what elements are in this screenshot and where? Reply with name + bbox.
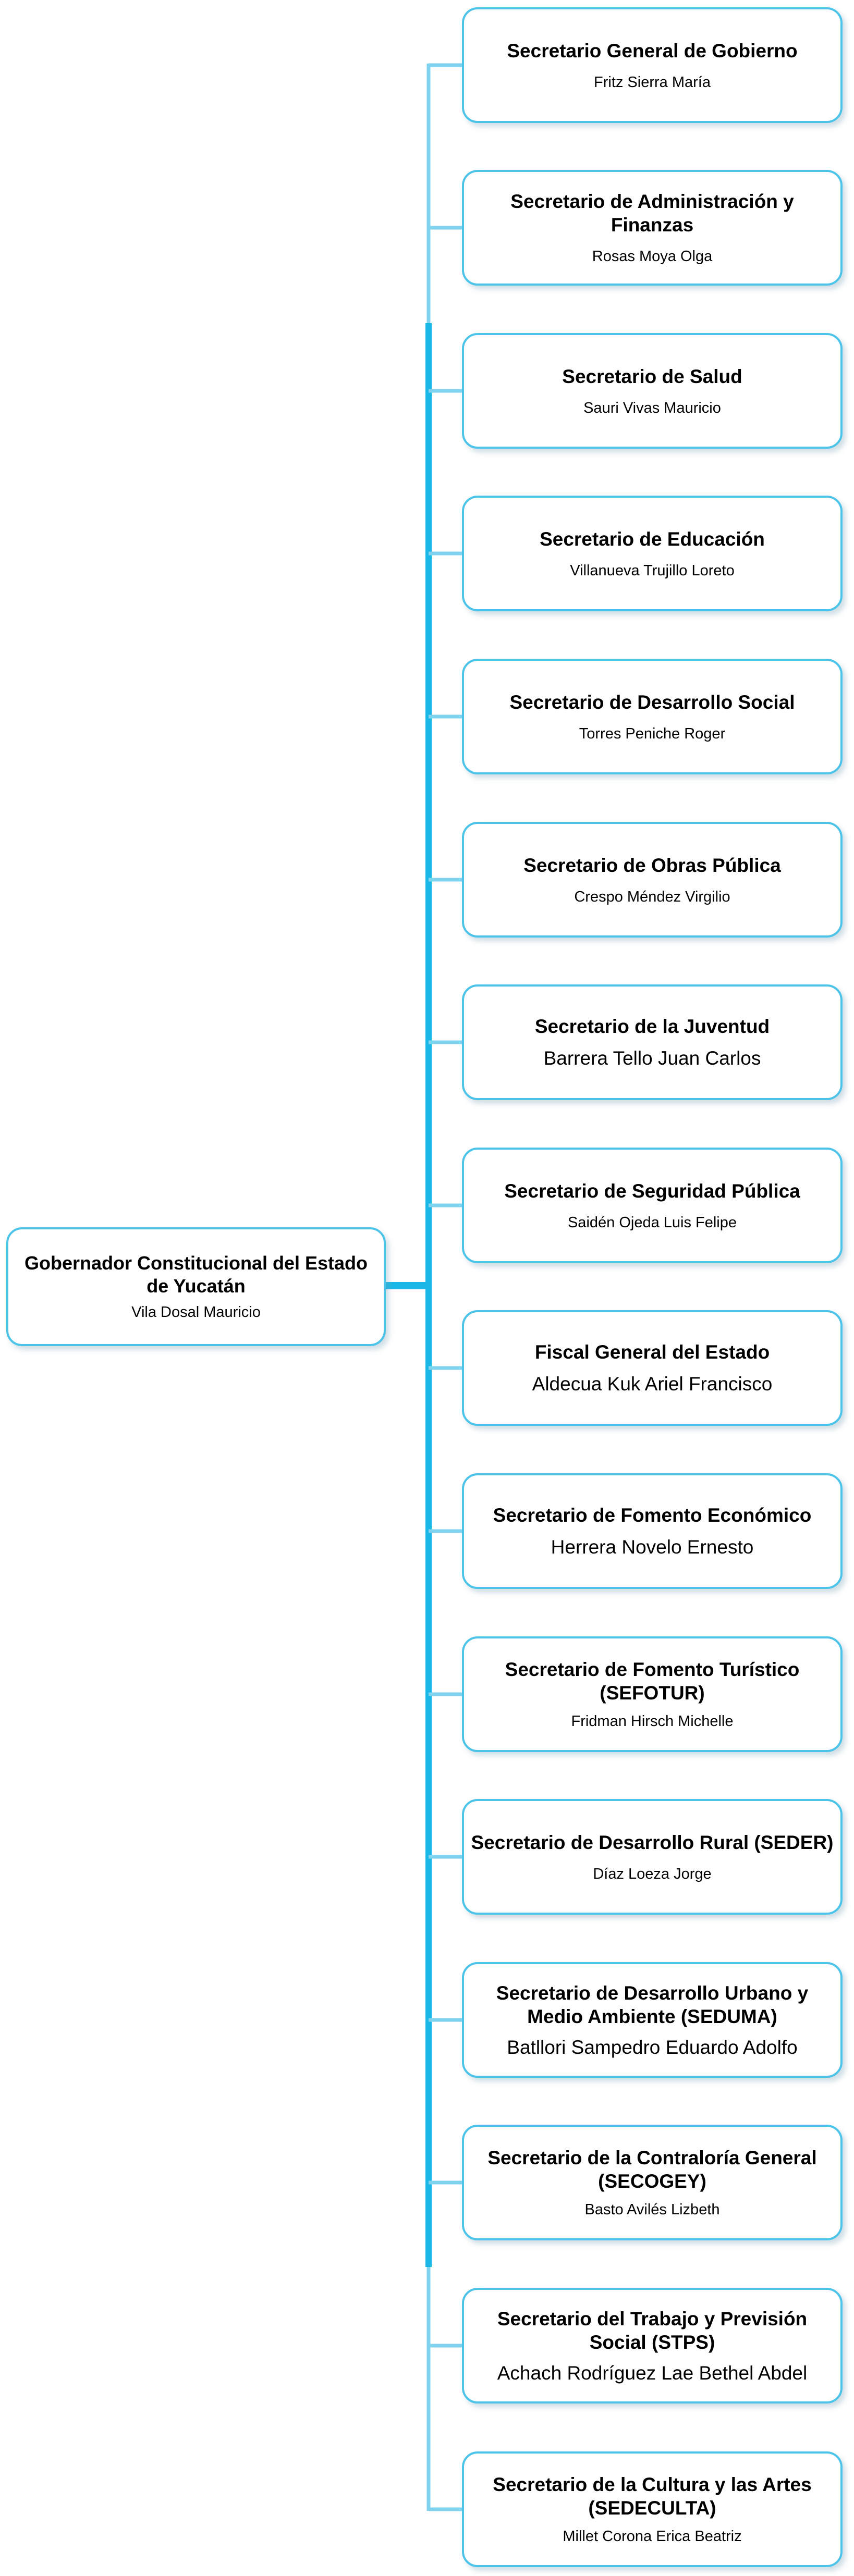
- org-box-sefotur: Secretario de Fomento Turístico (SEFOTUR…: [462, 1636, 843, 1752]
- official-name: Saidén Ojeda Luis Felipe: [567, 1214, 737, 1231]
- official-name: Fritz Sierra María: [594, 73, 711, 91]
- position-title: Secretario de la Cultura y las Artes (SE…: [493, 2474, 812, 2519]
- org-box-stps: Secretario del Trabajo y Previsión Socia…: [462, 2288, 843, 2404]
- position-title: Fiscal General del Estado: [534, 1341, 770, 1363]
- position-title: Secretario de Seguridad Pública: [504, 1180, 800, 1202]
- governor-name: Vila Dosal Mauricio: [131, 1304, 261, 1321]
- governor-title: Gobernador Constitucional del Estado de …: [24, 1252, 368, 1297]
- official-name: Villanueva Trujillo Loreto: [570, 562, 735, 579]
- official-name: Millet Corona Erica Beatriz: [563, 2528, 742, 2545]
- position-title: Secretario de Fomento Turístico (SEFOTUR…: [505, 1659, 800, 1704]
- org-box-desarrollo-social: Secretario de Desarrollo Social Torres P…: [462, 659, 843, 774]
- governor-box: Gobernador Constitucional del Estado de …: [6, 1227, 386, 1346]
- official-name: Crespo Méndez Virgilio: [574, 888, 730, 905]
- org-box-salud: Secretario de Salud Sauri Vivas Mauricio: [462, 333, 843, 449]
- org-box-secogey: Secretario de la Contraloría General (SE…: [462, 2125, 843, 2240]
- org-box-juventud: Secretario de la Juventud Barrera Tello …: [462, 984, 843, 1100]
- official-name: Herrera Novelo Ernesto: [551, 1536, 754, 1558]
- position-title: Secretario de Desarrollo Urbano y Medio …: [496, 1982, 809, 2027]
- position-title: Secretario de Administración y Finanzas: [510, 191, 794, 236]
- official-name: Aldecua Kuk Ariel Francisco: [532, 1373, 773, 1395]
- org-box-sedeculta: Secretario de la Cultura y las Artes (SE…: [462, 2451, 843, 2567]
- position-title: Secretario de Desarrollo Rural (SEDER): [471, 1831, 834, 1853]
- official-name: Barrera Tello Juan Carlos: [543, 1047, 761, 1069]
- org-box-obras-publica: Secretario de Obras Pública Crespo Ménde…: [462, 822, 843, 938]
- org-box-fomento-economico: Secretario de Fomento Económico Herrera …: [462, 1473, 843, 1589]
- official-name: Díaz Loeza Jorge: [593, 1865, 712, 1882]
- org-box-general-gobierno: Secretario General de Gobierno Fritz Sie…: [462, 7, 843, 123]
- official-name: Achach Rodríguez Lae Bethel Abdel: [497, 2362, 808, 2384]
- official-name: Fridman Hirsch Michelle: [571, 1713, 734, 1730]
- org-box-administracion-finanzas: Secretario de Administración y Finanzas …: [462, 170, 843, 286]
- org-box-educacion: Secretario de Educación Villanueva Truji…: [462, 496, 843, 611]
- position-title: Secretario de la Juventud: [534, 1016, 770, 1037]
- official-name: Basto Avilés Lizbeth: [584, 2201, 720, 2218]
- official-name: Batllori Sampedro Eduardo Adolfo: [507, 2036, 798, 2058]
- org-box-seduma: Secretario de Desarrollo Urbano y Medio …: [462, 1962, 843, 2078]
- position-title: Secretario de Obras Pública: [523, 854, 781, 876]
- org-box-seguridad-publica: Secretario de Seguridad Pública Saidén O…: [462, 1148, 843, 1263]
- position-title: Secretario de Fomento Económico: [493, 1505, 812, 1526]
- official-name: Torres Peniche Roger: [579, 725, 726, 742]
- position-title: Secretario de Salud: [562, 365, 742, 387]
- position-title: Secretario de Educación: [540, 528, 765, 550]
- position-title: Secretario General de Gobierno: [507, 40, 798, 61]
- position-title: Secretario de Desarrollo Social: [509, 691, 795, 713]
- org-box-fiscal-general: Fiscal General del Estado Aldecua Kuk Ar…: [462, 1310, 843, 1426]
- position-title: Secretario de la Contraloría General (SE…: [487, 2147, 817, 2192]
- official-name: Sauri Vivas Mauricio: [583, 399, 721, 416]
- official-name: Rosas Moya Olga: [592, 248, 713, 265]
- position-title: Secretario del Trabajo y Previsión Socia…: [497, 2308, 808, 2353]
- org-box-seder: Secretario de Desarrollo Rural (SEDER) D…: [462, 1799, 843, 1915]
